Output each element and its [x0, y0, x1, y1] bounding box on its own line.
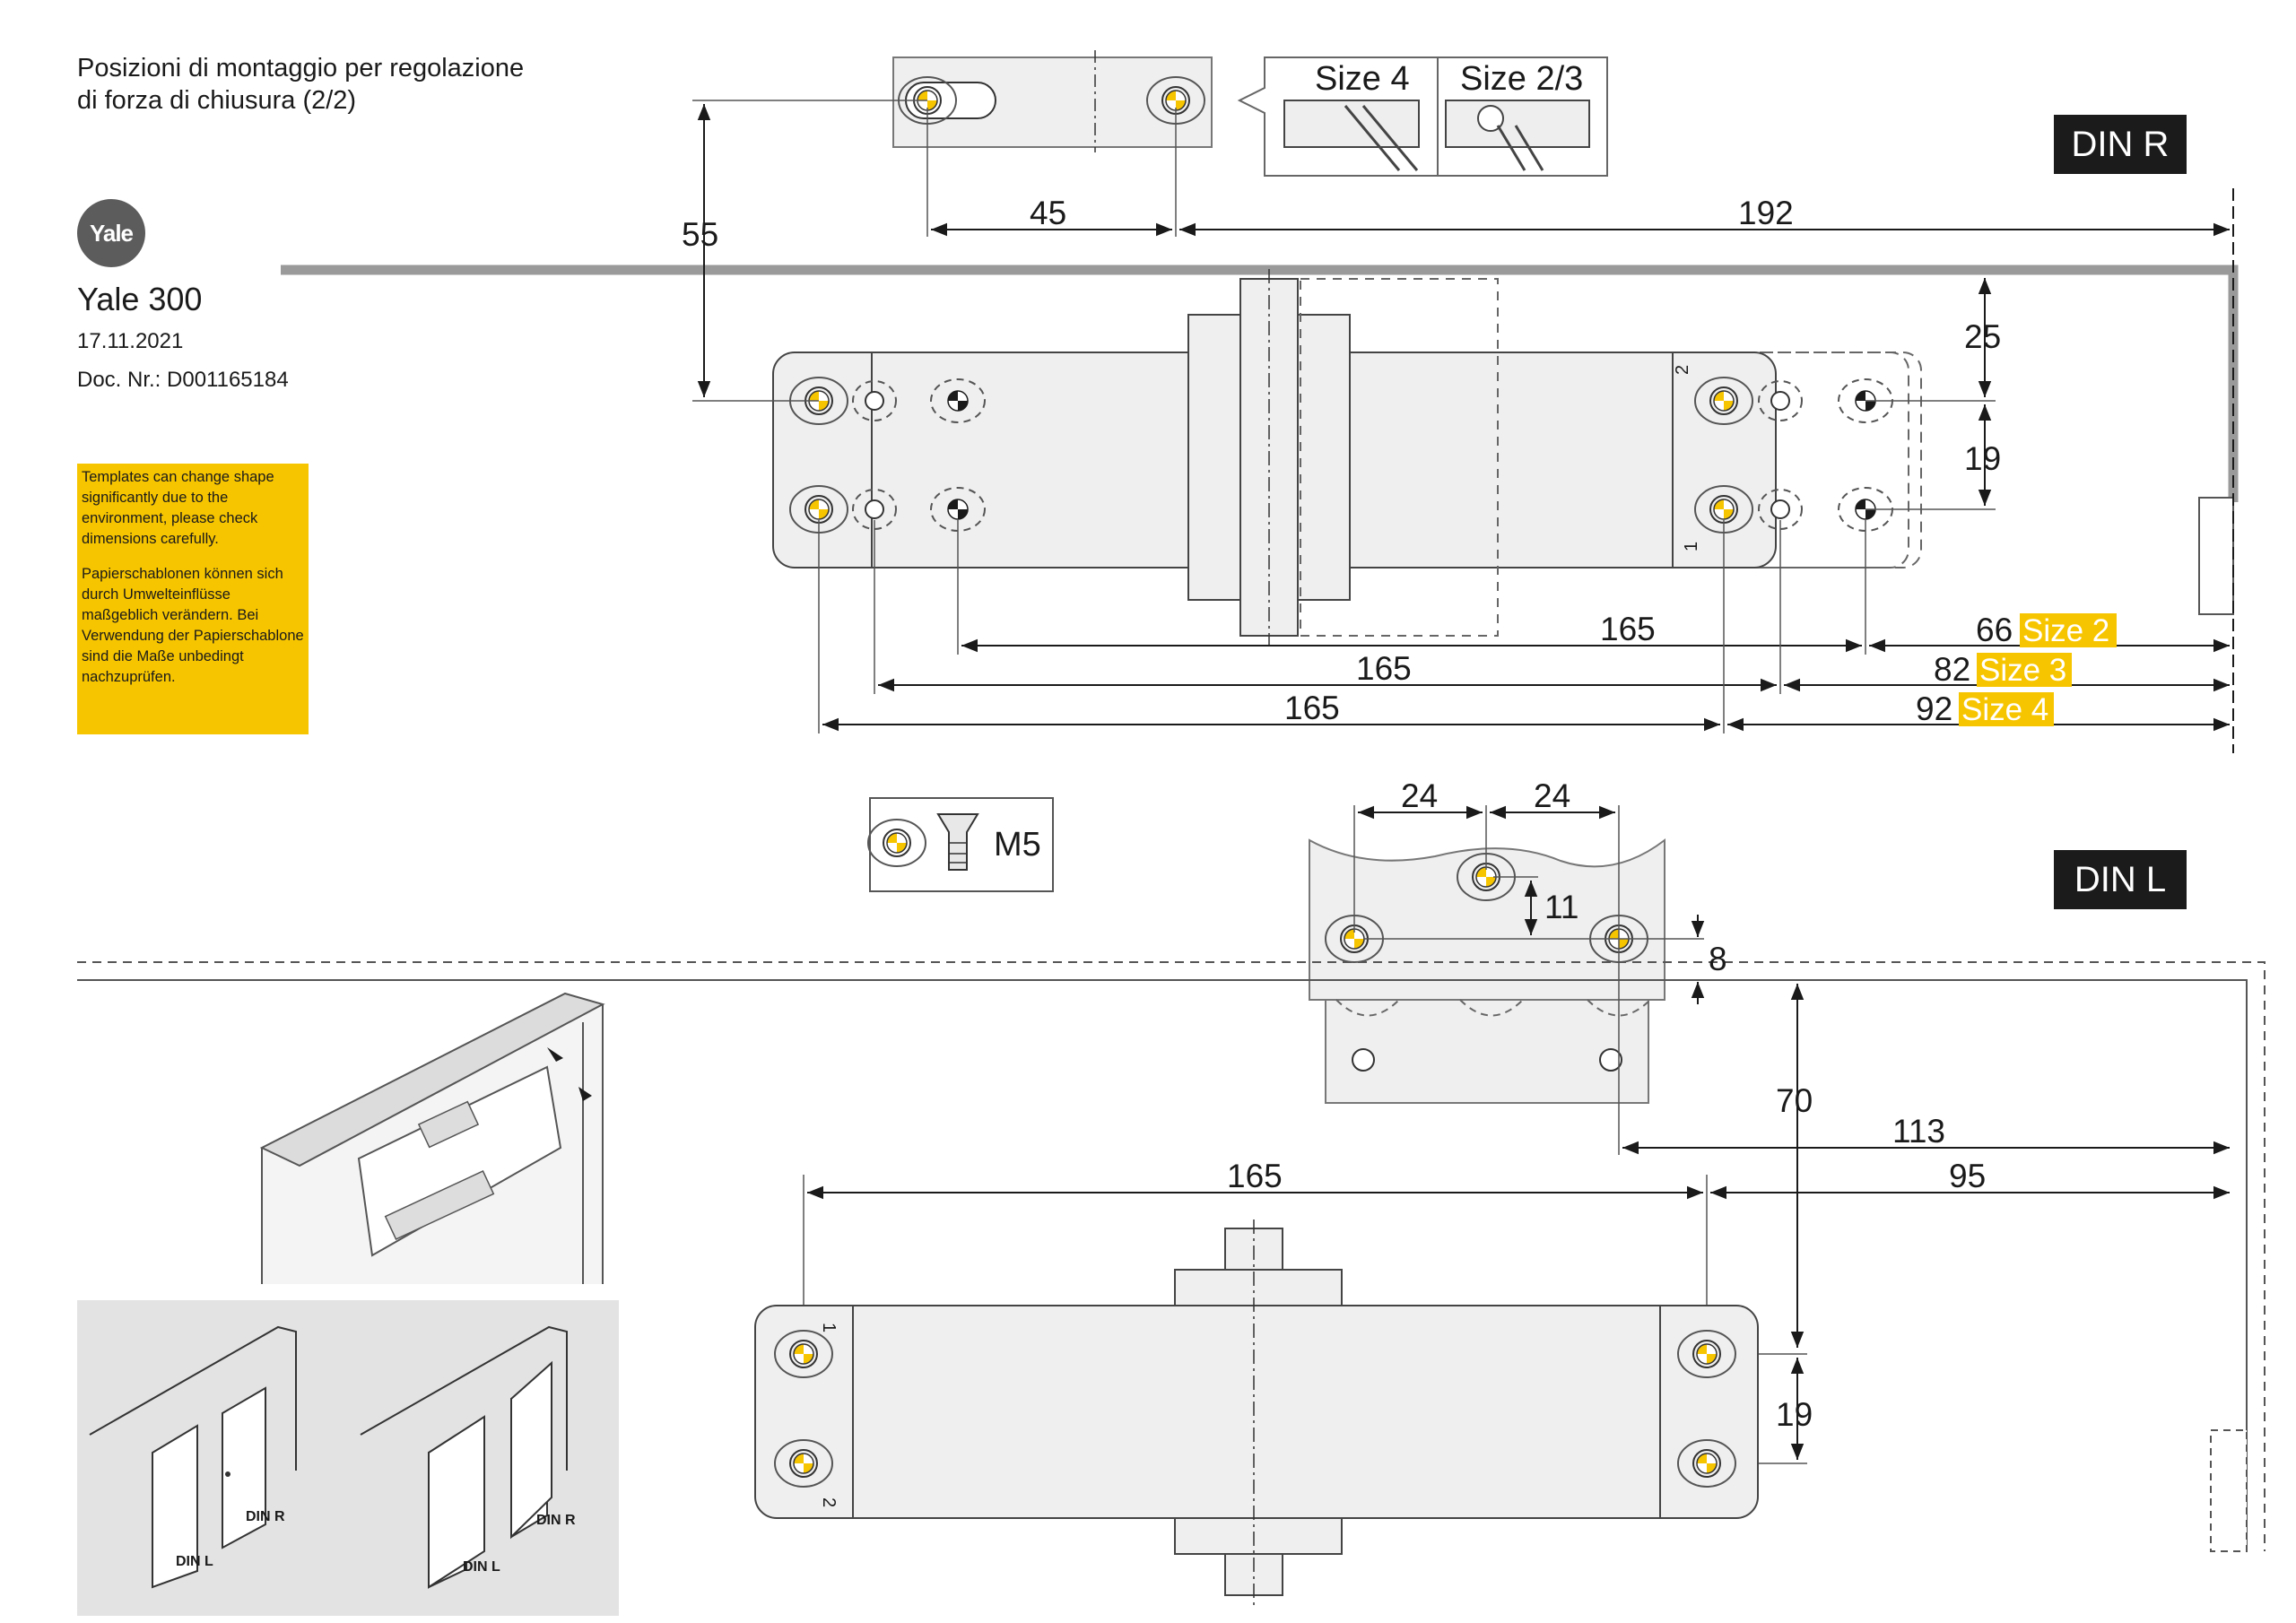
frame-din-r [281, 188, 2239, 753]
size-inset-left: Size 4 [1315, 60, 1410, 98]
illustration-din-r-left: DIN R [246, 1509, 285, 1524]
din-r-hole-label-bottom: 1 [1682, 542, 1701, 551]
dim-70: 70 [1776, 1082, 1813, 1119]
yale-logo: Yale [77, 199, 145, 267]
size-inset-right: Size 2/3 [1460, 60, 1583, 98]
illustration-din-l-right: DIN L [463, 1559, 500, 1575]
illustration-din-l-left: DIN L [176, 1554, 213, 1569]
row3-left-dim: 165 [1284, 690, 1340, 726]
screw-legend: M5 [867, 797, 1054, 892]
din-r-hole-label-top: 2 [1673, 365, 1692, 375]
title-line-1: Posizioni di montaggio per regolazione [77, 54, 525, 82]
row1-right-dim: 66 [1976, 612, 2013, 648]
dim-19-din-r: 19 [1964, 440, 2001, 477]
din-l-hole-label-bottom: 2 [819, 1497, 839, 1507]
dim-165-din-l: 165 [1227, 1158, 1283, 1194]
arm-bracket-top [892, 50, 1213, 152]
row2-right-dim: 82 [1934, 651, 1970, 688]
row1-size: Size 2 [2022, 613, 2109, 648]
document-number: Doc. Nr.: D001165184 [77, 368, 289, 392]
document-title: Posizioni di montaggio per regolazione d… [77, 52, 524, 117]
arm-bracket-din-l [1309, 838, 1665, 1104]
dim-95: 95 [1949, 1158, 1986, 1194]
closer-body-din-r: 2 1 [772, 269, 1922, 646]
installation-illustration [259, 992, 605, 1284]
dim-25: 25 [1964, 318, 2001, 355]
illustration-din-r-right: DIN R [536, 1513, 576, 1528]
din-l-hole-label-top: 1 [819, 1323, 839, 1332]
note-english: Templates can change shape significantly… [82, 469, 274, 547]
dim-45: 45 [1030, 195, 1066, 231]
dim-113: 113 [1892, 1113, 1945, 1150]
dim-19-din-l: 19 [1776, 1396, 1813, 1433]
dimensions-din-r: 55 45 192 25 19 165 66 Size 2 165 82 Siz… [682, 100, 2230, 733]
dim-24-right: 24 [1534, 777, 1570, 814]
size-inset: Size 4 Size 2/3 [1237, 56, 1608, 177]
screw-size-label: M5 [994, 826, 1041, 864]
din-r-badge: DIN R [2054, 115, 2187, 174]
dim-11: 11 [1544, 889, 1578, 925]
dim-24-left: 24 [1401, 777, 1438, 814]
row2-size: Size 3 [1979, 653, 2066, 688]
dim-192: 192 [1738, 195, 1794, 231]
closer-body-din-l: 1 2 [754, 1219, 1759, 1605]
dim-55: 55 [682, 216, 718, 253]
row1-left-dim: 165 [1600, 611, 1656, 647]
document-date: 17.11.2021 [77, 329, 184, 353]
product-name: Yale 300 [77, 281, 203, 317]
note-german: Papierschablonen können sich durch Umwel… [82, 566, 304, 685]
title-line-2: di forza di chiusura (2/2) [77, 86, 357, 115]
din-illustration-panel: DIN L DIN R DIN L DIN R [77, 1300, 619, 1616]
din-l-badge: DIN L [2054, 850, 2187, 909]
row3-size: Size 4 [1961, 692, 2048, 727]
frame-din-l [77, 961, 2266, 1552]
template-warning-note: Templates can change shape significantly… [77, 464, 309, 734]
row3-right-dim: 92 [1916, 690, 1952, 727]
row2-left-dim: 165 [1356, 650, 1412, 687]
dim-8: 8 [1709, 941, 1727, 977]
